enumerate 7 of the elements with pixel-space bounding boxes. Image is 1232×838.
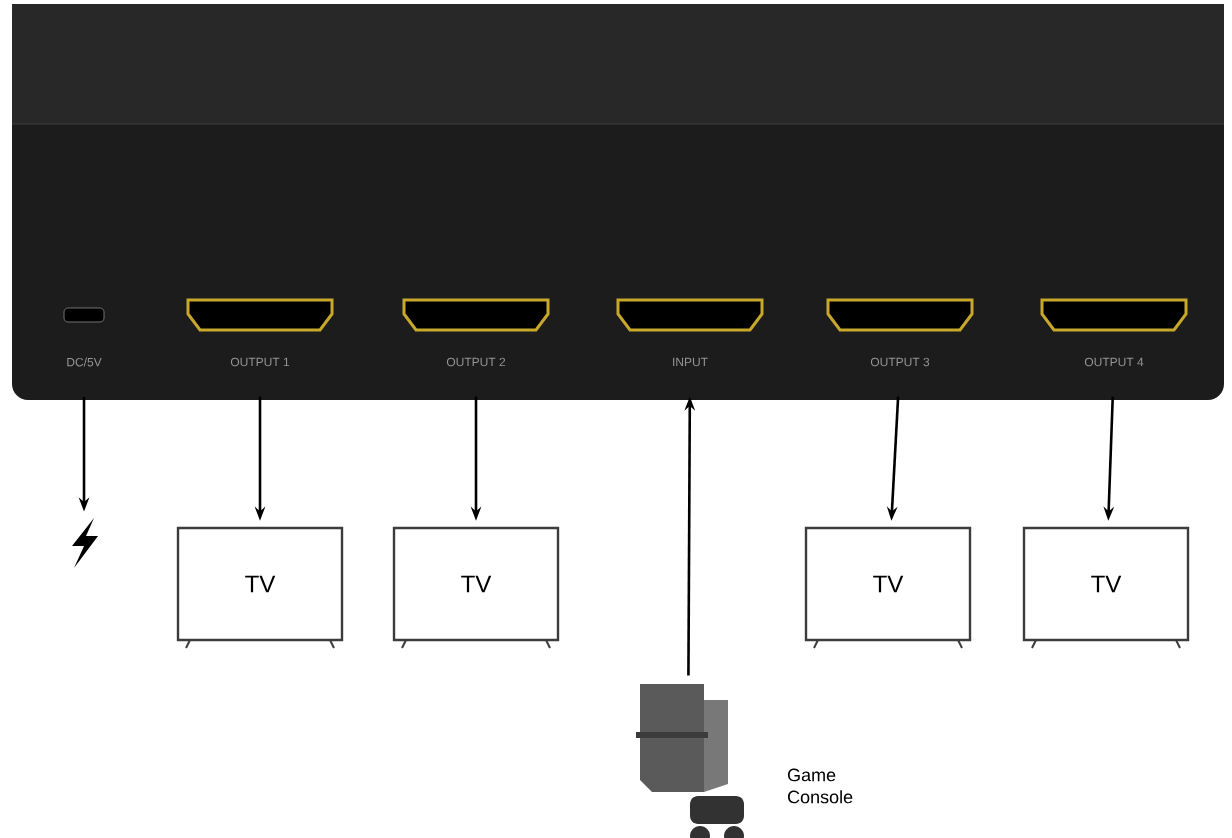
- game-console-drawing: [636, 684, 744, 838]
- tv: TV: [392, 526, 560, 649]
- tv: TV: [804, 526, 972, 649]
- tv: TV: [176, 526, 344, 649]
- tv: TV: [1022, 526, 1190, 649]
- lightning-icon: [72, 518, 98, 568]
- node-label: Game Console: [788, 768, 853, 804]
